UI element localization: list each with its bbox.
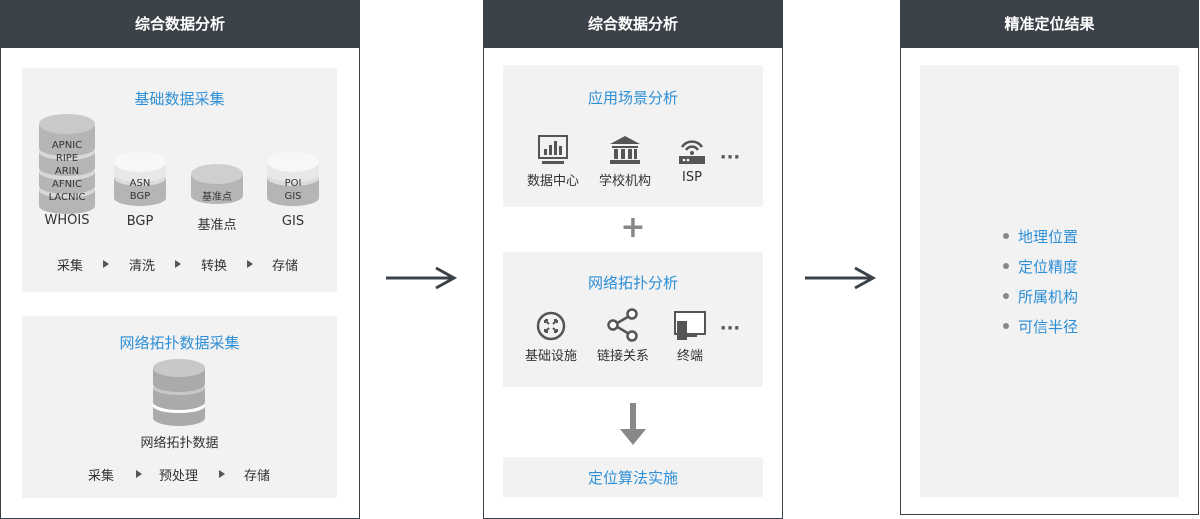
gis-database-icon [267, 152, 319, 206]
infrastructure-icon [536, 311, 566, 341]
whois-database-icon [39, 114, 95, 214]
panel-title: 基础数据采集 [134, 90, 225, 108]
gis-label: GIS [281, 214, 305, 229]
topology-analysis-panel: 网络拓扑分析 基础设施 链接关系 终端 ··· [503, 252, 763, 387]
whois-entry: APNIC [51, 140, 83, 151]
result-item: 所属机构 [1003, 286, 1078, 307]
result-item: 定位精度 [1003, 256, 1078, 277]
data-center-icon [538, 135, 568, 164]
institution-icon [610, 136, 640, 164]
whois-label: WHOIS [44, 213, 90, 228]
topology-database-icon [153, 359, 205, 426]
scene-item-label: 学校机构 [598, 174, 651, 189]
bgp-database-icon [114, 152, 166, 206]
scene-item-label: ISP [682, 170, 702, 185]
process-step: 采集 [88, 469, 115, 484]
column-title: 精准定位结果 [901, 1, 1198, 48]
result-item-label: 可信半径 [1018, 318, 1079, 336]
result-item: 可信半径 [1003, 316, 1078, 337]
reference-point-database-icon [191, 164, 243, 204]
result-item-label: 所属机构 [1018, 288, 1079, 306]
step-arrow-icon [175, 260, 181, 268]
gis-entry: POI [284, 178, 302, 189]
reference-point-entry: 基准点 [202, 192, 232, 203]
flow-arrow-icon [805, 266, 877, 290]
result-panel [920, 65, 1179, 497]
topology-item-label: 终端 [676, 349, 703, 364]
algorithm-label: 定位算法实施 [587, 469, 678, 487]
process-step: 转换 [201, 259, 228, 274]
panel-title: 网络拓扑数据采集 [119, 334, 240, 352]
result-item-label: 定位精度 [1018, 258, 1079, 276]
topology-database-label: 网络拓扑数据 [140, 436, 219, 451]
algorithm-panel: 定位算法实施 [503, 457, 763, 497]
whois-entry: LACNIC [48, 192, 86, 203]
column-title: 综合数据分析 [484, 1, 782, 48]
topology-item-label: 链接关系 [596, 349, 649, 364]
reference-point-label: 基准点 [197, 218, 237, 233]
more-indicator: ··· [719, 318, 741, 339]
basic-collection-panel: 基础数据采集 APNIC RIPE ARIN AFNIC LACNIC WHOI… [22, 68, 337, 292]
bgp-label: BGP [126, 214, 154, 229]
result-item: 地理位置 [1003, 226, 1078, 247]
panel-title: 网络拓扑分析 [587, 274, 678, 292]
scene-analysis-panel: 应用场景分析 数据中心 学校机构 ISP ··· [503, 65, 763, 207]
process-step: 预处理 [159, 469, 199, 484]
bgp-entry: BGP [129, 191, 151, 202]
terminal-icon [674, 311, 706, 340]
column-title: 综合数据分析 [1, 1, 359, 48]
whois-entry: RIPE [55, 153, 79, 164]
panel-title: 应用场景分析 [587, 89, 678, 107]
down-arrow-icon [620, 403, 646, 445]
step-arrow-icon [219, 470, 225, 478]
process-step: 清洗 [129, 259, 156, 274]
result-item-label: 地理位置 [1018, 228, 1079, 246]
step-arrow-icon [136, 470, 142, 478]
gis-entry: GIS [284, 191, 302, 202]
step-arrow-icon [103, 260, 109, 268]
flow-arrow-icon [386, 266, 458, 290]
process-step: 存储 [272, 259, 299, 274]
plus-sign: + [620, 210, 646, 245]
more-indicator: ··· [719, 147, 741, 168]
scene-item-label: 数据中心 [526, 174, 579, 189]
whois-entry: ARIN [54, 166, 80, 177]
topology-item-label: 基础设施 [524, 349, 577, 364]
process-step: 采集 [57, 259, 84, 274]
share-icon [607, 308, 638, 342]
whois-entry: AFNIC [51, 179, 82, 190]
step-arrow-icon [247, 260, 253, 268]
process-step: 存储 [244, 469, 271, 484]
bgp-entry: ASN [129, 178, 151, 189]
topology-collection-panel: 网络拓扑数据采集 网络拓扑数据 采集 预处理 存储 [22, 316, 337, 498]
router-icon [679, 140, 705, 164]
